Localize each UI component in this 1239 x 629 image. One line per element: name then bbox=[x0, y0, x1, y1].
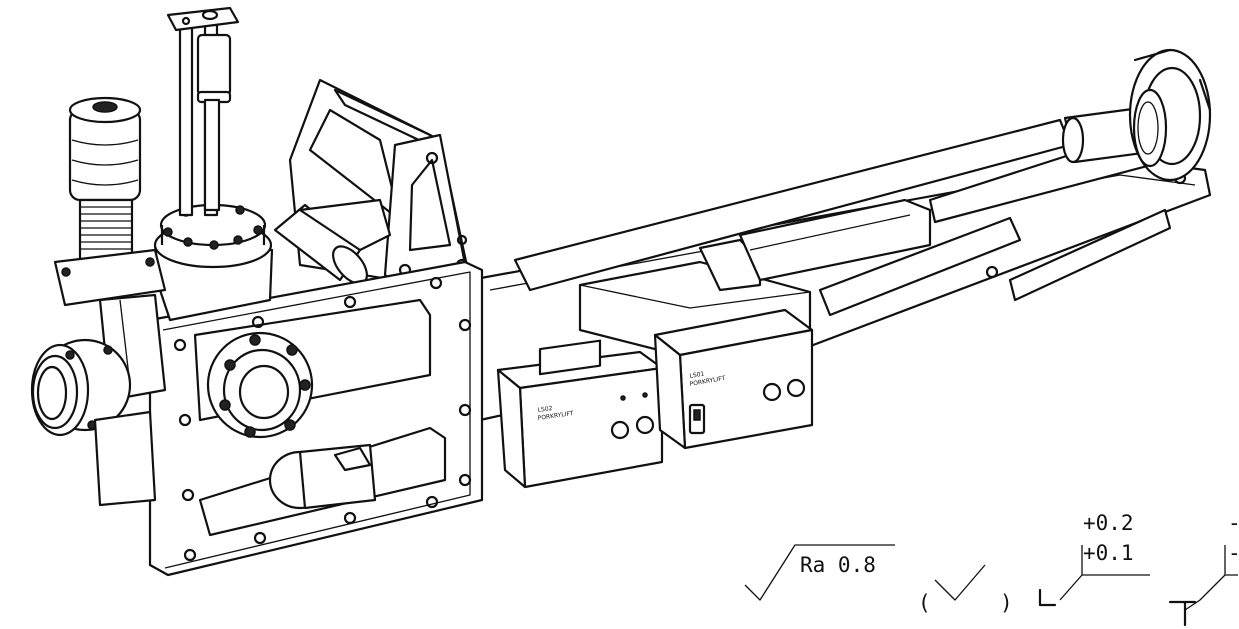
right-flange bbox=[1128, 48, 1212, 182]
check-mark-icon bbox=[934, 564, 986, 601]
surface-roughness-symbol: Ra 0.8 ( ) bbox=[744, 544, 1013, 615]
lower-motor bbox=[268, 443, 377, 510]
left-valve bbox=[30, 96, 167, 507]
svg-text:LS01: LS01 bbox=[689, 370, 705, 379]
tolerance-block-2: - - bbox=[1168, 511, 1239, 627]
angle-mark-icon bbox=[1038, 588, 1057, 607]
tolerance-upper: +0.2 bbox=[1083, 511, 1134, 535]
shaft bbox=[513, 106, 1152, 292]
roughness-paren-open: ( bbox=[918, 591, 931, 615]
control-box-left: LS02 PORKRYLIFT bbox=[496, 339, 664, 489]
angled-pipe bbox=[273, 198, 392, 285]
tolerance2-upper: - bbox=[1228, 511, 1239, 535]
weld-mark-icon bbox=[1168, 600, 1197, 627]
svg-text:LS02: LS02 bbox=[537, 405, 553, 414]
roughness-value: Ra 0.8 bbox=[800, 553, 876, 577]
valve-body bbox=[153, 6, 274, 322]
tolerance-lower: +0.1 bbox=[1083, 541, 1134, 565]
control-box-right: LS01 PORKRYLIFT bbox=[653, 308, 814, 450]
tolerance2-lower: - bbox=[1228, 541, 1239, 565]
center-flange bbox=[206, 331, 314, 439]
svg-text:PORKRYLIFT: PORKRYLIFT bbox=[537, 410, 574, 422]
tolerance-block-1: +0.2 +0.1 bbox=[1038, 511, 1150, 607]
roughness-paren-close: ) bbox=[1000, 591, 1013, 615]
